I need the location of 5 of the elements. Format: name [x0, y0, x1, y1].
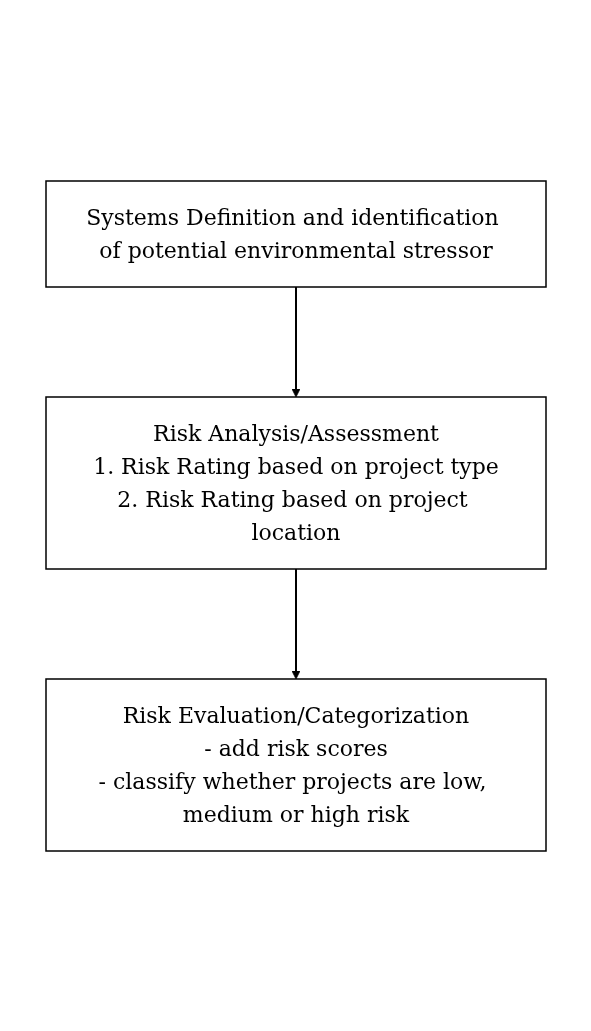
arrow: [291, 285, 300, 397]
node-box: Risk Analysis/Assessment 1. Risk Rating based on project type 2. Risk Rating based on project location: [44, 395, 547, 570]
node-box: Risk Evaluation/Categorization - add risk scores - classify whether projects are low, medium or high risk: [44, 677, 547, 852]
arrow: [291, 567, 300, 679]
node-box: Systems Definition and identification of potential environmental stressor: [44, 179, 547, 288]
